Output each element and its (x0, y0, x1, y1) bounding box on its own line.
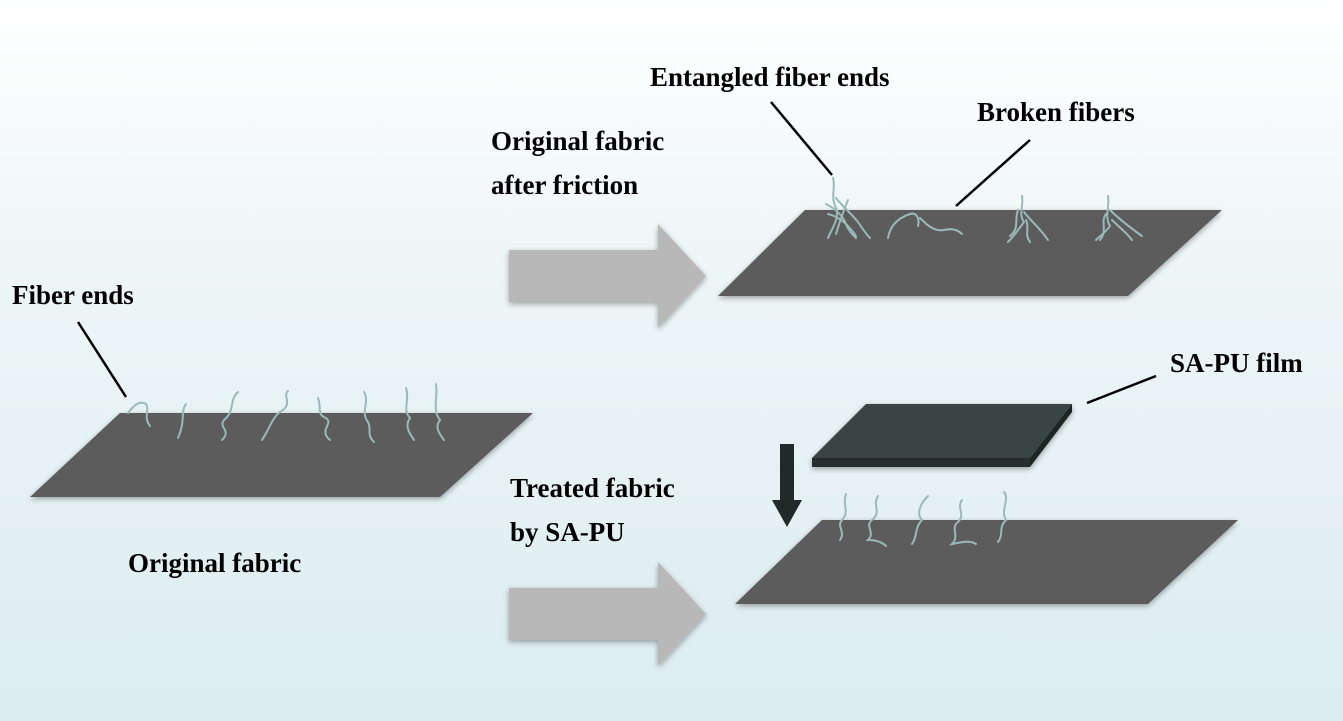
label-original-after-friction-1: Original fabric (491, 126, 665, 156)
label-fiber-ends: Fiber ends (12, 280, 134, 310)
treated-fabric-sheet (735, 520, 1238, 604)
label-broken-fibers: Broken fibers (977, 97, 1135, 127)
label-original-after-friction-2: after friction (491, 170, 639, 200)
sa-pu-film (812, 404, 1072, 467)
arrow-to-friction (509, 224, 706, 328)
label-sa-pu-film: SA-PU film (1170, 348, 1303, 378)
arrow-to-treated (509, 562, 706, 666)
friction-fabric-sheet (718, 210, 1222, 296)
fiber-ends-original (127, 383, 445, 443)
label-entangled-fiber-ends: Entangled fiber ends (650, 62, 890, 92)
entangled-fibers (825, 177, 1143, 243)
label-original-fabric: Original fabric (128, 548, 302, 578)
label-treated-fabric-1: Treated fabric (510, 473, 675, 503)
fiber-ends-treated (839, 491, 1008, 547)
label-treated-fabric-2: by SA-PU (510, 517, 625, 547)
down-arrow (772, 444, 802, 527)
leader-lines (76, 101, 1157, 405)
original-fabric-sheet (30, 413, 533, 497)
